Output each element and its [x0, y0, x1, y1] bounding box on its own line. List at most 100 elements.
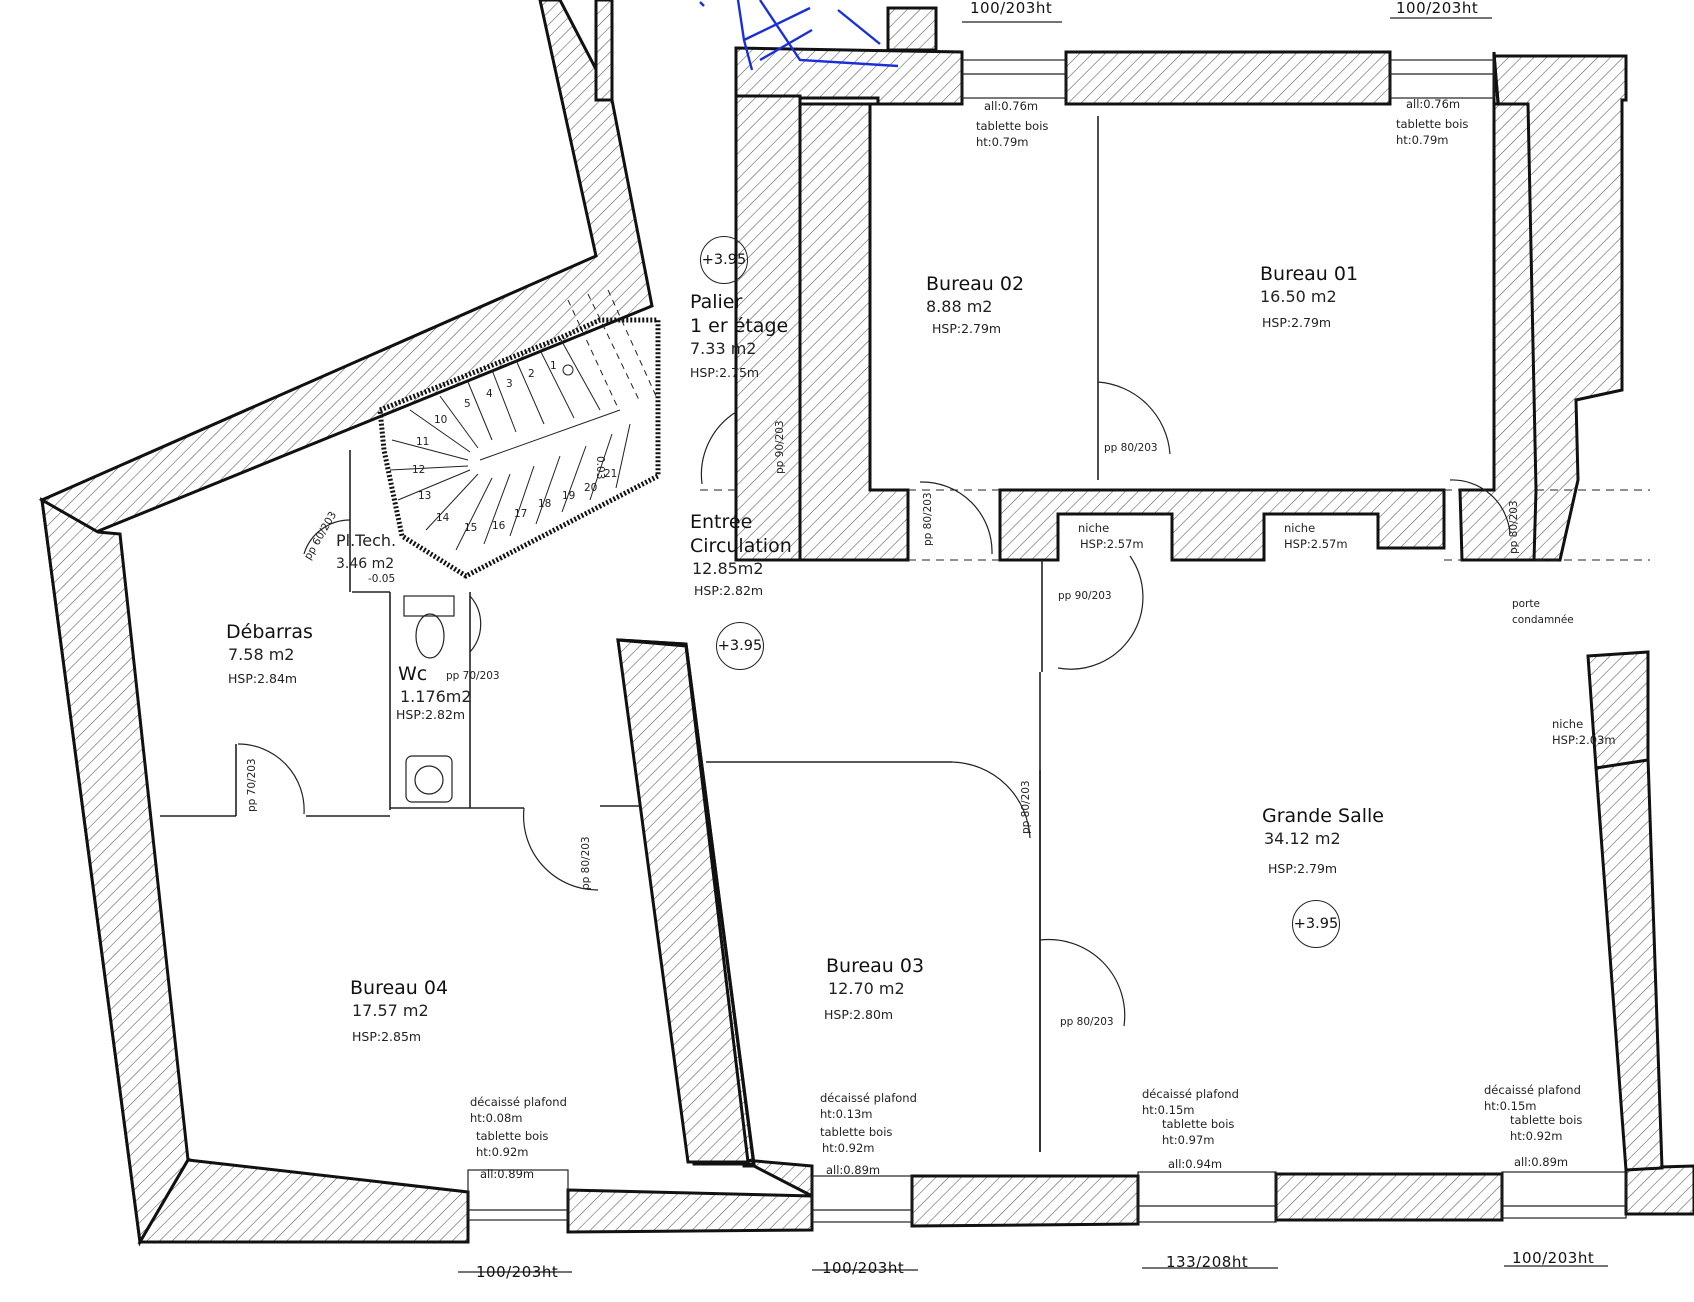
stair-step-21: 21 — [604, 468, 618, 480]
wall-bottom-2 — [566, 1188, 814, 1234]
stair-step-20: 20 — [584, 482, 598, 494]
window-bottom-3-all: all:0.94m — [1168, 1157, 1223, 1171]
wall-right-lower — [1594, 756, 1664, 1172]
door-label-palier: pp 90/203 — [774, 420, 786, 474]
stair-step-16: 16 — [492, 520, 506, 532]
window-top-1-all: all:0.76m — [984, 99, 1039, 113]
window-top-2-ht: ht:0.79m — [1396, 133, 1449, 147]
pltech-area: 3.46 m2 — [336, 556, 395, 572]
door-label-wc: pp 70/203 — [446, 670, 500, 682]
window-top-2-all: all:0.76m — [1406, 97, 1461, 111]
wall-b02-left — [798, 102, 910, 562]
stair-step-13: 13 — [418, 490, 432, 502]
window-bottom-4-tab: tablette bois — [1510, 1113, 1583, 1127]
sink — [405, 755, 453, 803]
entree-name: Entrée — [690, 511, 753, 533]
window-bottom-2-tabht: ht:0.92m — [822, 1141, 875, 1155]
wall-right-mid — [1586, 650, 1650, 770]
stair-step-4: 4 — [486, 388, 493, 400]
wc-name: Wc — [398, 663, 428, 685]
niche-1-label: niche — [1078, 521, 1110, 535]
window-top-2-dim: 100/203ht — [1396, 0, 1479, 17]
window-bottom-1-dec: décaissé plafond — [470, 1095, 567, 1109]
window-top-2-tab: tablette bois — [1396, 117, 1469, 131]
window-bottom-1-tabht: ht:0.92m — [476, 1145, 529, 1159]
stair-step-19: 19 — [562, 490, 576, 502]
stair-step-17: 17 — [514, 508, 528, 520]
wall-bottom-1 — [137, 1158, 470, 1244]
window-bottom-3-tab: tablette bois — [1162, 1117, 1235, 1131]
entree-name-2: Circulation — [690, 535, 792, 557]
door-label-b02-left: pp 80/203 — [922, 492, 934, 546]
door-label-b03: pp 80/203 — [1020, 780, 1032, 834]
staircase — [377, 289, 661, 579]
wall-b03-left-solid — [616, 638, 750, 1164]
wall-top-stub — [886, 6, 938, 52]
palier-name-2: 1 er étage — [690, 315, 789, 337]
stair-step-3: 3 — [506, 378, 513, 390]
window-bottom-2-decht: ht:0.13m — [820, 1107, 873, 1121]
window-top-1-ht: ht:0.79m — [976, 135, 1029, 149]
bureau02-area: 8.88 m2 — [926, 297, 993, 316]
wall-diagonal-upper — [38, 0, 654, 534]
door-label-debarras: pp 70/203 — [246, 758, 258, 812]
door-label-right: pp 80/203 — [1508, 500, 1520, 554]
bureau01-hsp: HSP:2.79m — [1262, 315, 1332, 330]
window-top-1-tab: tablette bois — [976, 119, 1049, 133]
pen-scribble — [699, 0, 899, 71]
window-bottom-1-all: all:0.89m — [480, 1167, 535, 1181]
grandesalle-name: Grande Salle — [1262, 805, 1384, 827]
window-bottom-2-dec: décaissé plafond — [820, 1091, 917, 1105]
bureau04-hsp: HSP:2.85m — [352, 1029, 422, 1044]
niche-2-hsp: HSP:2.57m — [1284, 537, 1348, 551]
bureau01-area: 16.50 m2 — [1260, 287, 1337, 306]
window-bottom-3-dim: 133/208ht — [1166, 1253, 1249, 1271]
window-bottom-3-dec: décaissé plafond — [1142, 1087, 1239, 1101]
stair-step-14: 14 — [436, 512, 450, 524]
debarras-name: Débarras — [226, 621, 313, 643]
stair-step-18: 18 — [538, 498, 552, 510]
wall-niche-row — [998, 488, 1446, 562]
walls — [38, 0, 1694, 1247]
wall-top-2 — [1064, 50, 1392, 106]
entree-area: 12.85m2 — [692, 559, 764, 578]
palier-area: 7.33 m2 — [690, 339, 757, 358]
window-bottom-1-dim: 100/203ht — [476, 1263, 559, 1281]
window-bottom-2-all: all:0.89m — [826, 1163, 881, 1177]
level-marker-palier: +3.95 — [700, 236, 748, 284]
window-bottom-2-dim: 100/203ht — [822, 1259, 905, 1277]
level-marker-entree: +3.95 — [716, 622, 764, 670]
door-label-salle: pp 90/203 — [1058, 590, 1112, 602]
debarras-area: 7.58 m2 — [228, 645, 295, 664]
stair-step-1: 1 — [550, 360, 557, 372]
toilet-tank — [403, 595, 455, 617]
toilet-bowl — [415, 613, 445, 659]
stair-step-10: 10 — [434, 414, 448, 426]
stair-step-15: 15 — [464, 522, 478, 534]
stair-step-11: 11 — [416, 436, 430, 448]
bureau04-name: Bureau 04 — [350, 977, 449, 999]
bureau02-name: Bureau 02 — [926, 273, 1025, 295]
partitions — [160, 116, 1099, 1152]
porte-condamnee-2: condamnée — [1512, 614, 1574, 626]
window-bottom-1-tab: tablette bois — [476, 1129, 549, 1143]
door-label-b04: pp 80/203 — [580, 836, 592, 890]
bureau02-hsp: HSP:2.79m — [932, 321, 1002, 336]
porte-condamnee-1: porte — [1512, 598, 1540, 610]
niche-3-hsp: HSP:2.03m — [1552, 733, 1616, 747]
palier-name: Palier — [690, 291, 743, 313]
grandesalle-hsp: HSP:2.79m — [1268, 861, 1338, 876]
wc-hsp: HSP:2.82m — [396, 707, 466, 722]
window-openings — [458, 17, 1627, 1273]
wall-top-left-corner — [594, 0, 614, 102]
wall-b01-right — [1458, 102, 1538, 562]
stair-arrival-note: 0.03 — [594, 456, 606, 480]
window-bottom-1-decht: ht:0.08m — [470, 1111, 523, 1125]
wall-bottom-4 — [1274, 1172, 1504, 1222]
window-bottom-2-tab: tablette bois — [820, 1125, 893, 1139]
window-bottom-4-all: all:0.89m — [1514, 1155, 1569, 1169]
stair-step-5: 5 — [464, 398, 471, 410]
window-top-1-dim: 100/203ht — [970, 0, 1053, 17]
bureau04-area: 17.57 m2 — [352, 1001, 429, 1020]
